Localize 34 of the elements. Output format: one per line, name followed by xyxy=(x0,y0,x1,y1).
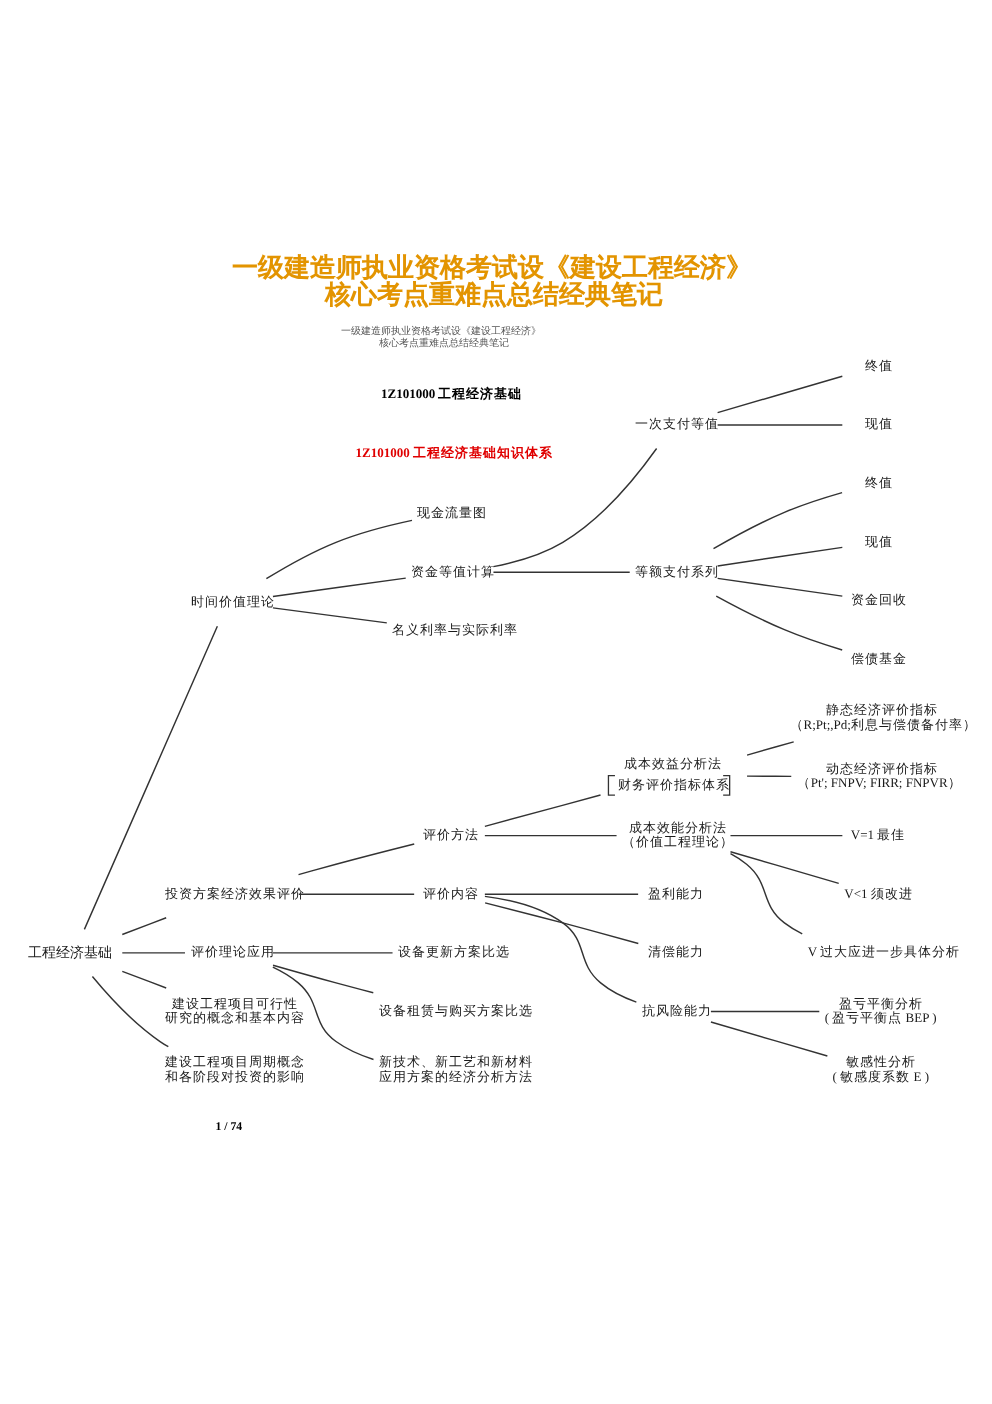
connector xyxy=(728,851,839,885)
connector xyxy=(728,834,843,837)
connector xyxy=(483,902,639,945)
connector xyxy=(745,775,791,778)
connector xyxy=(120,952,185,954)
connector xyxy=(271,952,393,954)
connector xyxy=(297,893,414,895)
connector xyxy=(709,1010,819,1013)
connector xyxy=(728,853,802,935)
connector xyxy=(745,741,794,756)
connector xyxy=(715,546,843,567)
connector xyxy=(82,625,218,931)
connector xyxy=(483,834,617,837)
connector xyxy=(715,424,843,426)
connector xyxy=(709,1021,828,1057)
connector xyxy=(271,577,406,598)
connector xyxy=(483,794,601,828)
connector xyxy=(714,595,842,651)
connector xyxy=(120,970,166,989)
connector xyxy=(264,519,412,580)
connector xyxy=(491,571,630,574)
connector xyxy=(483,895,637,1003)
connector xyxy=(90,975,169,1048)
connector xyxy=(271,607,387,624)
connector xyxy=(715,577,843,597)
diagram-title: 一级建造师执业资格考试设《建设工程经济》核心考点重难点总结经典笔记 xyxy=(231,252,752,309)
connector xyxy=(491,447,657,568)
connector xyxy=(483,893,638,895)
connector xyxy=(296,843,414,876)
connector xyxy=(715,375,843,414)
connector xyxy=(120,917,166,936)
connector xyxy=(711,491,842,550)
connector xyxy=(271,966,374,1061)
connector xyxy=(271,964,373,994)
